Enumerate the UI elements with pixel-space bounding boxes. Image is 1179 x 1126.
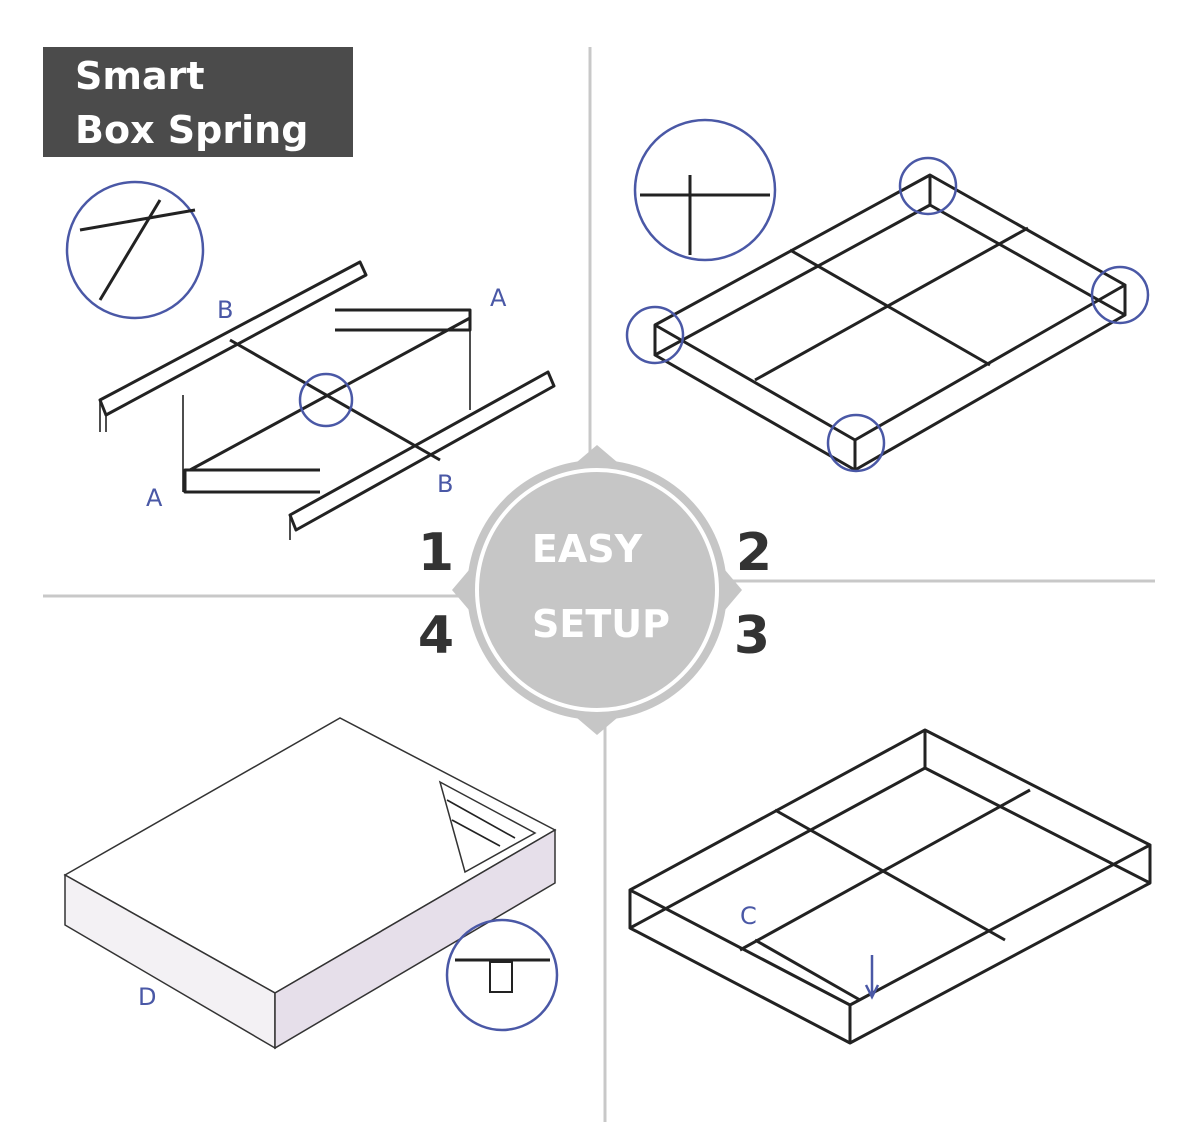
title-line-1: Smart	[75, 54, 205, 98]
label-c: C	[740, 902, 757, 930]
step-1-number: 1	[418, 523, 454, 583]
easy-text: EASY	[532, 527, 643, 571]
step-1-exploded-frame: B A A B	[65, 180, 556, 540]
setup-text: SETUP	[532, 602, 670, 646]
label-b-bottom: B	[437, 470, 453, 498]
label-d: D	[138, 983, 156, 1011]
step-4-covered-box-spring: D	[63, 717, 559, 1050]
easy-setup-badge: EASY SETUP	[452, 445, 742, 735]
label-a-bottom: A	[146, 484, 163, 512]
label-b-top: B	[217, 296, 233, 324]
product-title: Smart Box Spring	[43, 47, 353, 157]
step-2-assembled-frame	[625, 118, 1150, 473]
title-line-2: Box Spring	[75, 108, 309, 152]
step-3-frame-center-rail: C	[628, 728, 1152, 1045]
step-2-number: 2	[736, 523, 772, 583]
step-3-number: 3	[734, 606, 770, 666]
label-a-top: A	[490, 284, 507, 312]
step-4-number: 4	[418, 606, 454, 666]
quadrant-dividers	[43, 47, 1155, 1122]
